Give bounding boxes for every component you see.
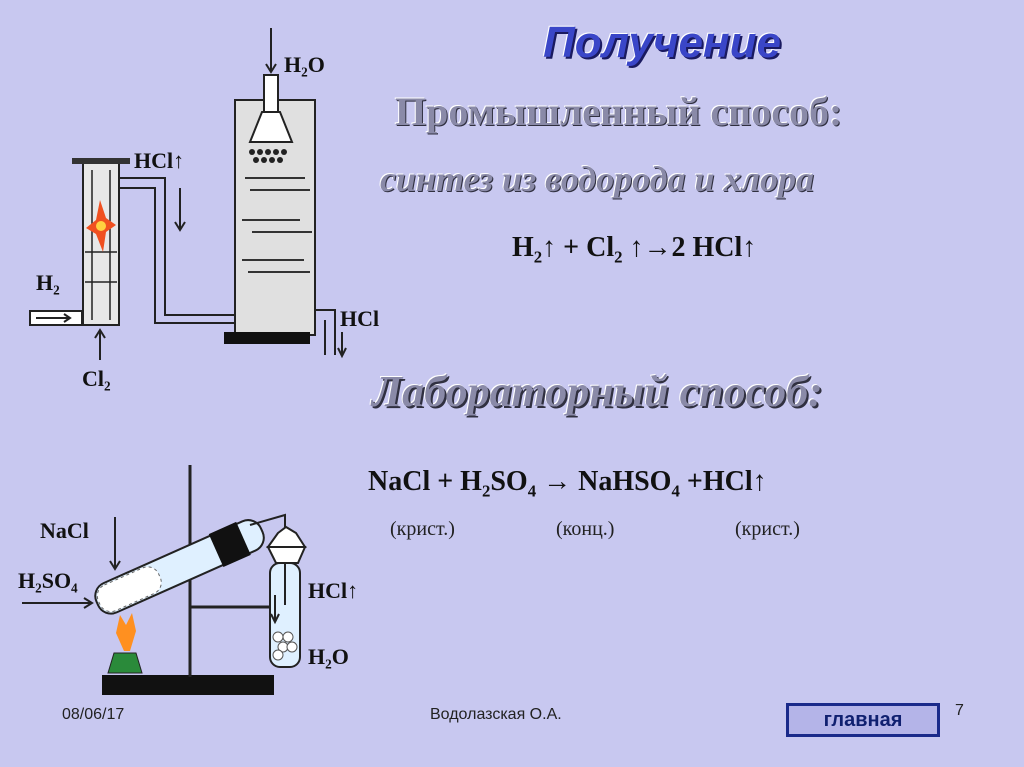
slide-title: Получение — [543, 18, 781, 67]
label-hydrogen: H₂ — [36, 270, 60, 295]
label-chlorine: Cl₂ — [82, 366, 111, 391]
label-hcl-gas: HCl↑ — [134, 148, 185, 173]
label-hcl-gas-lab: HCl↑ — [308, 578, 359, 603]
footer-date: 08/06/17 — [62, 706, 125, 723]
footer-page-number: 7 — [955, 702, 964, 719]
synthesis-heading: синтез из водорода и хлора — [380, 159, 815, 199]
label-sulfuric-acid: H₂SO₄ — [18, 568, 78, 593]
label-water-in: H₂O — [284, 52, 325, 77]
label-sodium-chloride: NaCl — [40, 518, 89, 543]
industrial-method-heading: Промышленный способ: — [395, 89, 843, 134]
main-menu-button[interactable]: главная — [786, 703, 940, 737]
footer-author: Водолазская О.А. — [430, 706, 562, 723]
industrial-apparatus-diagram — [29, 28, 347, 360]
note-acid-state: (конц.) — [556, 518, 615, 540]
lab-equation: NaCl + H2SO4 → NaHSO4 +HCl↑ — [368, 466, 767, 501]
industrial-equation: H2↑ + Cl2 ↑→2 HCl↑ — [512, 232, 757, 267]
lab-method-heading: Лабораторный способ: — [372, 367, 823, 416]
lab-apparatus-diagram — [22, 465, 307, 695]
note-product-state: (крист.) — [735, 518, 800, 540]
label-hcl-out: HCl — [340, 306, 380, 331]
label-water-lab: H₂O — [308, 644, 349, 669]
note-nacl-state: (крист.) — [390, 518, 455, 540]
